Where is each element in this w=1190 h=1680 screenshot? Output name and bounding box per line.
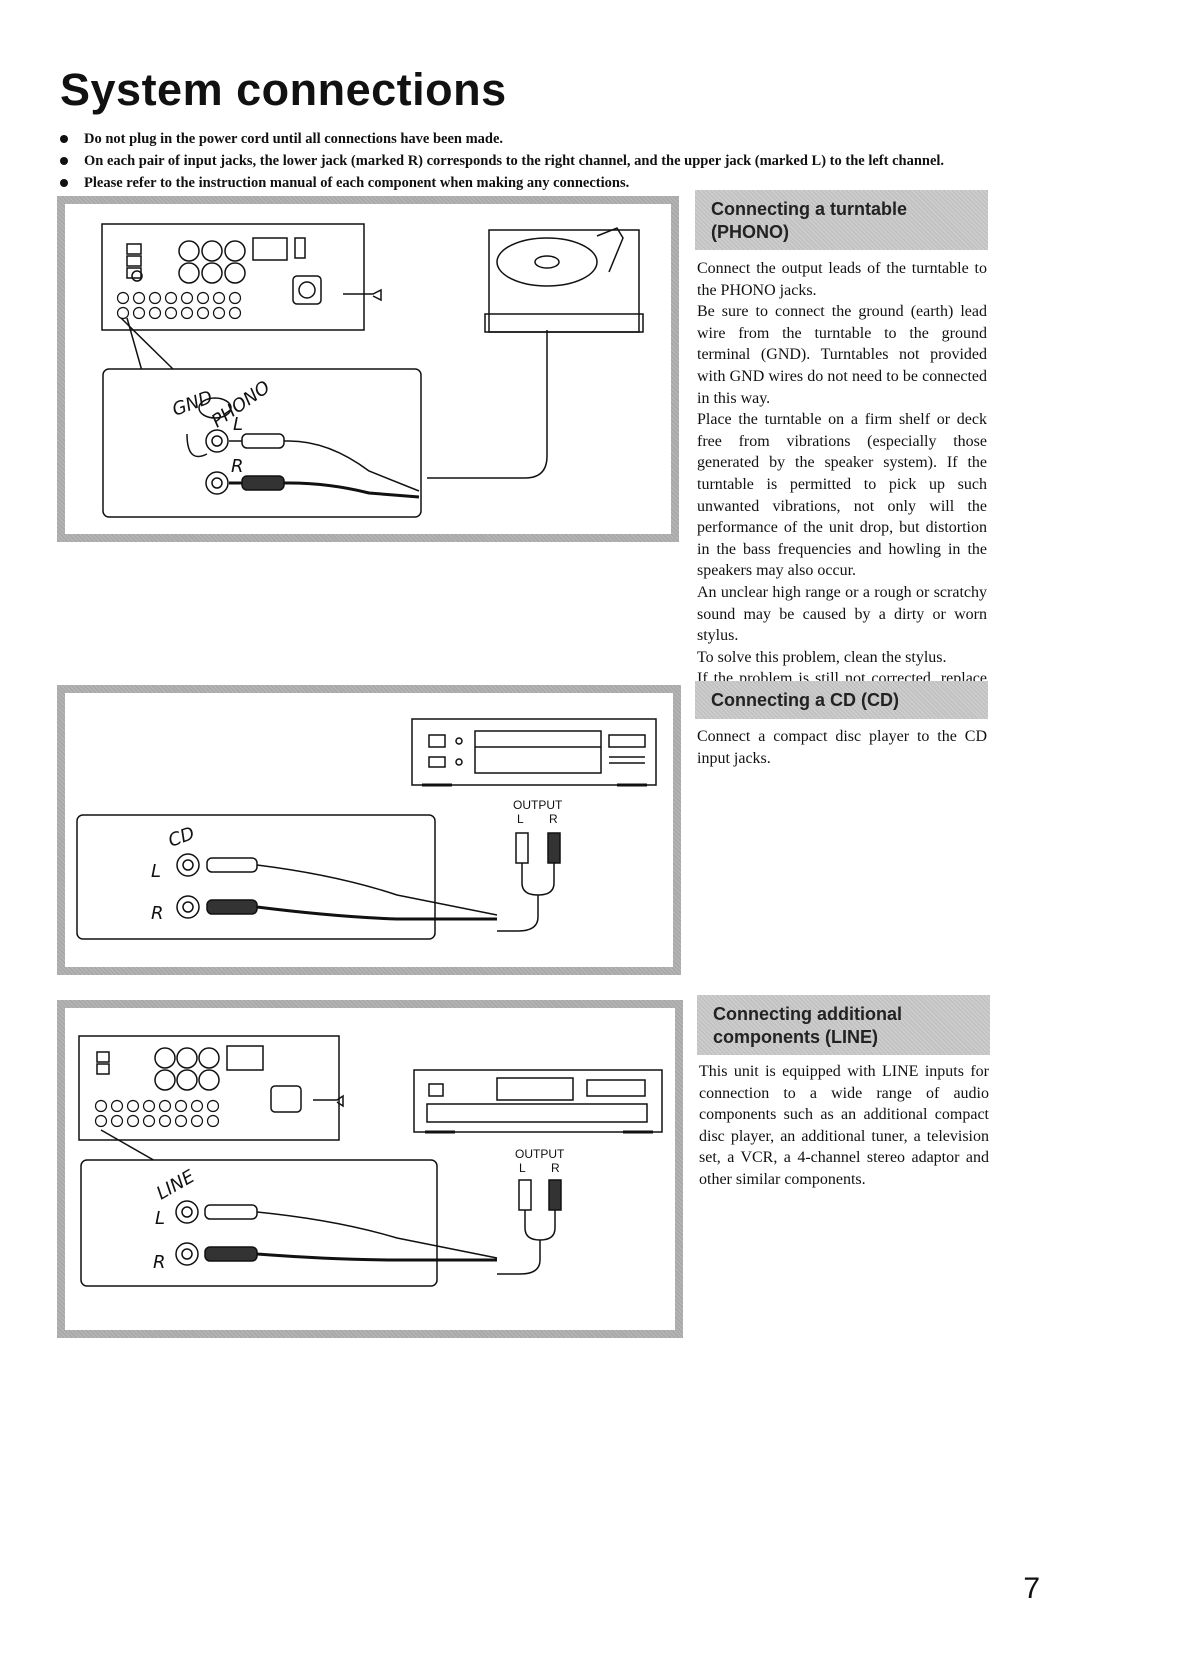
section-heading-line: Connecting additional components (LINE) (697, 995, 990, 1055)
output-label: OUTPUT (513, 798, 563, 812)
output-label: OUTPUT (515, 1147, 565, 1161)
section-heading-cd: Connecting a CD (CD) (695, 681, 988, 719)
note-item: Do not plug in the power cord until all … (58, 128, 1138, 150)
cd-connection-figure: OUTPUT L R CD L R (57, 685, 681, 975)
jack-left-label: L (155, 1208, 165, 1229)
section-body-line: This unit is equipped with LINE inputs f… (699, 1061, 989, 1191)
output-right-label: R (549, 812, 558, 826)
paragraph: An unclear high range or a rough or scra… (697, 583, 987, 645)
heading-line: Connecting a CD (CD) (711, 690, 899, 710)
output-left-label: L (517, 812, 524, 826)
section-body-turntable: Connect the output leads of the turntabl… (697, 258, 987, 711)
page-number: 7 (1023, 1572, 1040, 1605)
line-diagram: OUTPUT L R LINE L R (78, 1035, 663, 1287)
paragraph: Place the turntable on a firm shelf or d… (697, 411, 987, 580)
paragraph: To solve this problem, clean the stylus. (697, 648, 947, 666)
jack-right-label: R (153, 1252, 166, 1273)
jack-left-label: L (233, 414, 243, 435)
section-heading-turntable: Connecting a turntable (PHONO) (695, 190, 988, 250)
paragraph: This unit is equipped with LINE inputs f… (699, 1063, 989, 1188)
cd-diagram: OUTPUT L R CD L R (76, 718, 657, 940)
precaution-notes: Do not plug in the power cord until all … (58, 128, 1138, 194)
heading-line: (PHONO) (711, 222, 789, 242)
paragraph: Be sure to connect the ground (earth) le… (697, 303, 987, 407)
output-right-label: R (551, 1161, 560, 1175)
jack-right-label: R (231, 456, 244, 477)
jack-right-label: R (151, 903, 164, 924)
turntable-connection-figure: GND PHONO L R (57, 196, 679, 542)
note-item: Please refer to the instruction manual o… (58, 172, 1138, 194)
section-body-cd: Connect a compact disc player to the CD … (697, 726, 987, 769)
page-title: System connections (60, 64, 507, 115)
paragraph: Connect the output leads of the turntabl… (697, 260, 987, 299)
line-connection-figure: OUTPUT L R LINE L R (57, 1000, 683, 1338)
heading-line: components (LINE) (713, 1027, 878, 1047)
turntable-diagram: GND PHONO L R (101, 223, 644, 518)
paragraph: Connect a compact disc player to the CD … (697, 728, 987, 767)
heading-line: Connecting additional (713, 1004, 902, 1024)
note-item: On each pair of input jacks, the lower j… (58, 150, 1138, 172)
jack-left-label: L (151, 861, 161, 882)
output-left-label: L (519, 1161, 526, 1175)
heading-line: Connecting a turntable (711, 199, 908, 219)
